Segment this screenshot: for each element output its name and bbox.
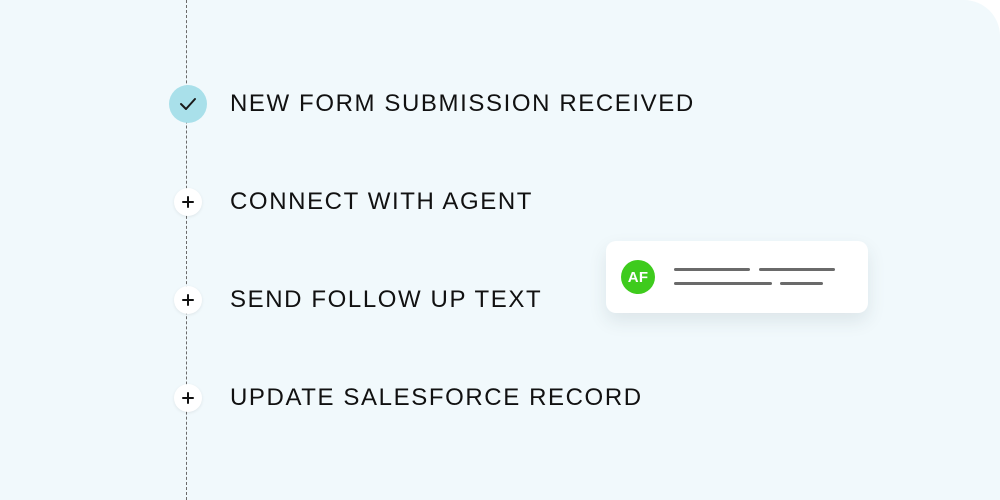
add-step-button[interactable] (174, 286, 202, 314)
step-label: SEND FOLLOW UP TEXT (230, 286, 543, 313)
message-placeholder-line (780, 282, 823, 285)
workflow-step-new-form-submission[interactable]: NEW FORM SUBMISSION RECEIVED (168, 84, 695, 124)
message-placeholder-line (674, 282, 772, 285)
message-placeholder-line (759, 268, 835, 271)
avatar: AF (621, 260, 655, 294)
chat-bubble: AF (606, 241, 868, 313)
workflow-step-send-follow-up-text[interactable]: SEND FOLLOW UP TEXT (168, 280, 542, 320)
timeline-dashed-line (186, 0, 187, 500)
workflow-step-connect-with-agent[interactable]: CONNECT WITH AGENT (168, 182, 533, 222)
workflow-step-update-salesforce-record[interactable]: UPDATE SALESFORCE RECORD (168, 378, 643, 418)
completed-marker (169, 85, 207, 123)
step-label: UPDATE SALESFORCE RECORD (230, 384, 643, 411)
step-marker (168, 378, 208, 418)
step-label: NEW FORM SUBMISSION RECEIVED (230, 90, 695, 117)
step-marker (168, 84, 208, 124)
plus-icon (182, 196, 194, 208)
step-label: CONNECT WITH AGENT (230, 188, 534, 215)
add-step-button[interactable] (174, 384, 202, 412)
step-marker (168, 182, 208, 222)
plus-icon (182, 392, 194, 404)
add-step-button[interactable] (174, 188, 202, 216)
check-icon (180, 98, 196, 110)
plus-icon (182, 294, 194, 306)
message-placeholder-line (674, 268, 750, 271)
step-marker (168, 280, 208, 320)
